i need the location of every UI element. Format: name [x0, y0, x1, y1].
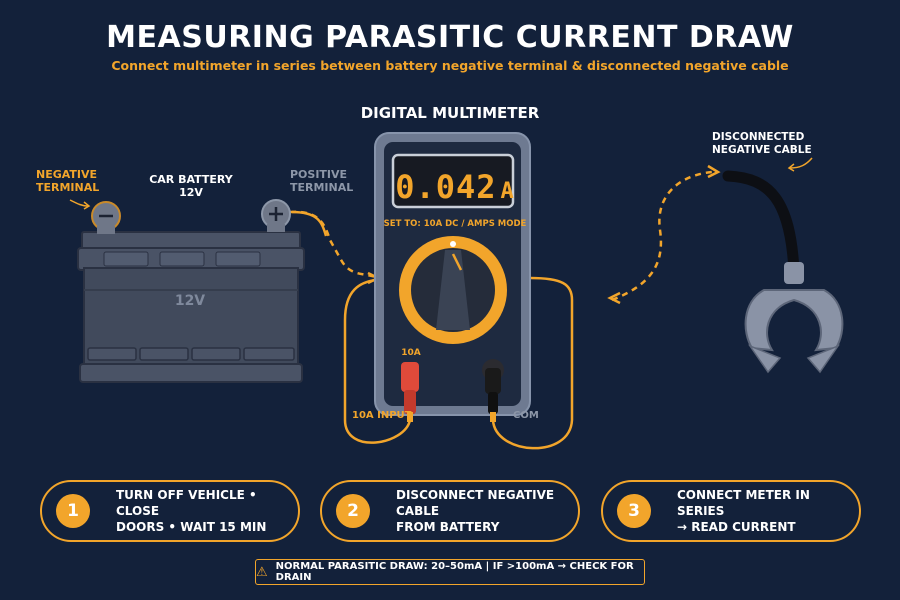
step-text-line2: FROM BATTERY	[396, 520, 500, 534]
negative-cable-clamp	[722, 157, 844, 374]
battery-label: CAR BATTERY 12V	[146, 173, 236, 199]
cable-label: DISCONNECTED NEGATIVE CABLE	[712, 131, 812, 157]
arrow-to-cable	[707, 164, 721, 179]
step-text: TURN OFF VEHICLE • CLOSE DOORS • WAIT 15…	[116, 487, 298, 535]
page-subtitle: Connect multimeter in series between bat…	[111, 58, 789, 73]
cable-label-line2: NEGATIVE CABLE	[712, 144, 812, 156]
step-text-line2: DOORS • WAIT 15 MIN	[116, 520, 267, 534]
black-probe-wire	[491, 276, 574, 450]
dial-pointer	[436, 250, 470, 330]
step-number: 2	[336, 494, 370, 528]
negative-label-line2: TERMINAL	[36, 181, 100, 194]
positive-label-line2: TERMINAL	[290, 181, 354, 194]
page-title: MEASURING PARASITIC CURRENT DRAW	[106, 20, 794, 55]
step-text-line2: → READ CURRENT	[677, 520, 796, 534]
step-number: 1	[56, 494, 90, 528]
warning-icon: ⚠	[256, 564, 268, 580]
step-text: CONNECT METER IN SERIES → READ CURRENT	[677, 487, 859, 535]
input-10a-label: 10A INPUT	[352, 410, 412, 421]
note-text: NORMAL PARASITIC DRAW: 20–50mA | IF >100…	[275, 561, 634, 583]
cable-label-line1: DISCONNECTED	[712, 131, 805, 143]
battery-label-line2: 12V	[179, 186, 203, 199]
step-text-line1: DISCONNECT NEGATIVE CABLE	[396, 488, 555, 518]
step-3: 3 CONNECT METER IN SERIES → READ CURRENT	[601, 480, 861, 542]
red-probe	[401, 362, 419, 422]
multimeter	[374, 132, 531, 422]
battery-body-text: 12V	[174, 293, 206, 309]
positive-label-line1: POSITIVE	[290, 168, 348, 181]
black-probe	[482, 359, 504, 422]
battery-label-line1: CAR BATTERY	[149, 173, 233, 186]
negative-label-arrow	[69, 199, 89, 207]
step-text: DISCONNECT NEGATIVE CABLE FROM BATTERY	[396, 487, 578, 535]
step-2: 2 DISCONNECT NEGATIVE CABLE FROM BATTERY	[320, 480, 580, 542]
positive-wire-solid	[291, 210, 328, 237]
cable-dashed-link	[611, 170, 713, 302]
positive-terminal-label: POSITIVE TERMINAL	[290, 168, 353, 194]
port-10a-label: 10A	[401, 348, 421, 358]
multimeter-title: DIGITAL MULTIMETER	[360, 104, 540, 122]
mode-setting: SET TO: 10A DC / AMPS MODE	[383, 219, 527, 229]
display-unit: A	[500, 179, 515, 204]
display-reading: 0.042	[395, 168, 497, 206]
step-text-line1: TURN OFF VEHICLE • CLOSE	[116, 488, 257, 518]
red-probe-wire	[343, 278, 412, 444]
step-number: 3	[617, 494, 651, 528]
step-text-line1: CONNECT METER IN SERIES	[677, 488, 810, 518]
negative-terminal-label: NEGATIVE TERMINAL	[36, 168, 99, 194]
arrow-to-meter-right	[607, 291, 621, 305]
com-label: COM	[513, 410, 539, 421]
normal-draw-note: ⚠ NORMAL PARASITIC DRAW: 20–50mA | IF >1…	[255, 559, 645, 585]
car-battery	[69, 199, 305, 383]
negative-label-line1: NEGATIVE	[36, 168, 98, 181]
cable-label-arrow	[789, 157, 813, 169]
step-1: 1 TURN OFF VEHICLE • CLOSE DOORS • WAIT …	[40, 480, 300, 542]
